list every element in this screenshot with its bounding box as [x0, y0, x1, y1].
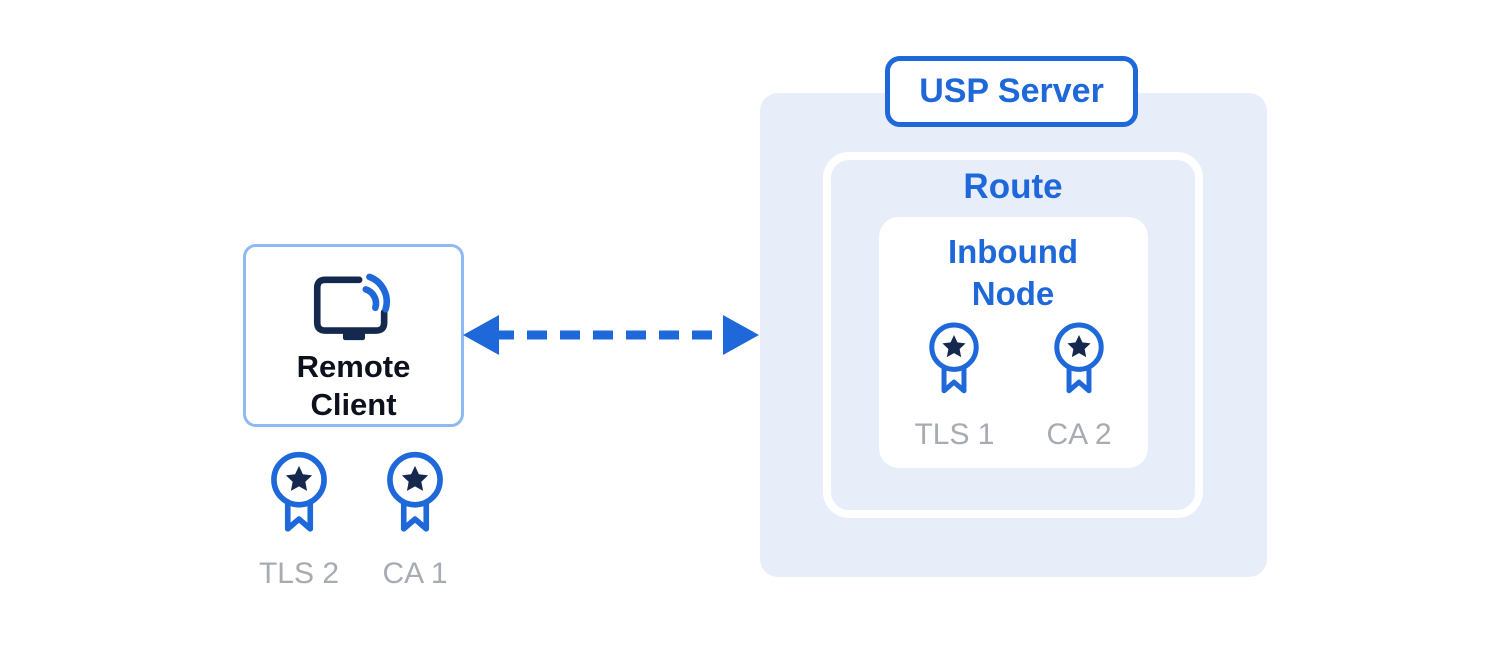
- cert-label: CA 1: [382, 557, 448, 590]
- arrow-right-head: [723, 315, 759, 355]
- remote-client-box: Remote Client: [243, 244, 464, 427]
- arrow-left-head: [463, 315, 499, 355]
- usp-server-container: Route Inbound Node TLS 1: [760, 93, 1267, 577]
- inbound-node-box: Inbound Node TLS 1 CA 2: [878, 217, 1148, 468]
- route-title: Route: [963, 167, 1063, 206]
- client-cert-tls: TLS 2: [259, 449, 339, 591]
- inbound-certificates: TLS 1 CA 2: [914, 320, 1112, 452]
- route-box: Route Inbound Node TLS 1: [823, 152, 1203, 518]
- cert-label: TLS 1: [914, 418, 995, 451]
- certificate-badge-icon: [271, 451, 327, 532]
- cert-label: TLS 2: [258, 557, 340, 590]
- bidirectional-arrow: [463, 315, 759, 355]
- certificate-badge-icon: [1054, 322, 1104, 394]
- inbound-cert-tls: TLS 1: [914, 320, 995, 452]
- usp-server-title-box: USP Server: [885, 56, 1138, 127]
- remote-client-label: Remote Client: [296, 349, 411, 422]
- certificate-badge-icon: [387, 451, 443, 532]
- inbound-node-title: Inbound Node: [947, 233, 1079, 312]
- usp-server-title: USP Server: [919, 72, 1104, 110]
- client-certificates: TLS 2 CA 1: [243, 449, 464, 591]
- client-cert-ca: CA 1: [382, 449, 448, 591]
- cert-label: CA 2: [1046, 418, 1112, 451]
- certificate-badge-icon: [929, 322, 980, 394]
- remote-device-icon: [313, 273, 390, 341]
- inbound-cert-ca: CA 2: [1047, 320, 1112, 452]
